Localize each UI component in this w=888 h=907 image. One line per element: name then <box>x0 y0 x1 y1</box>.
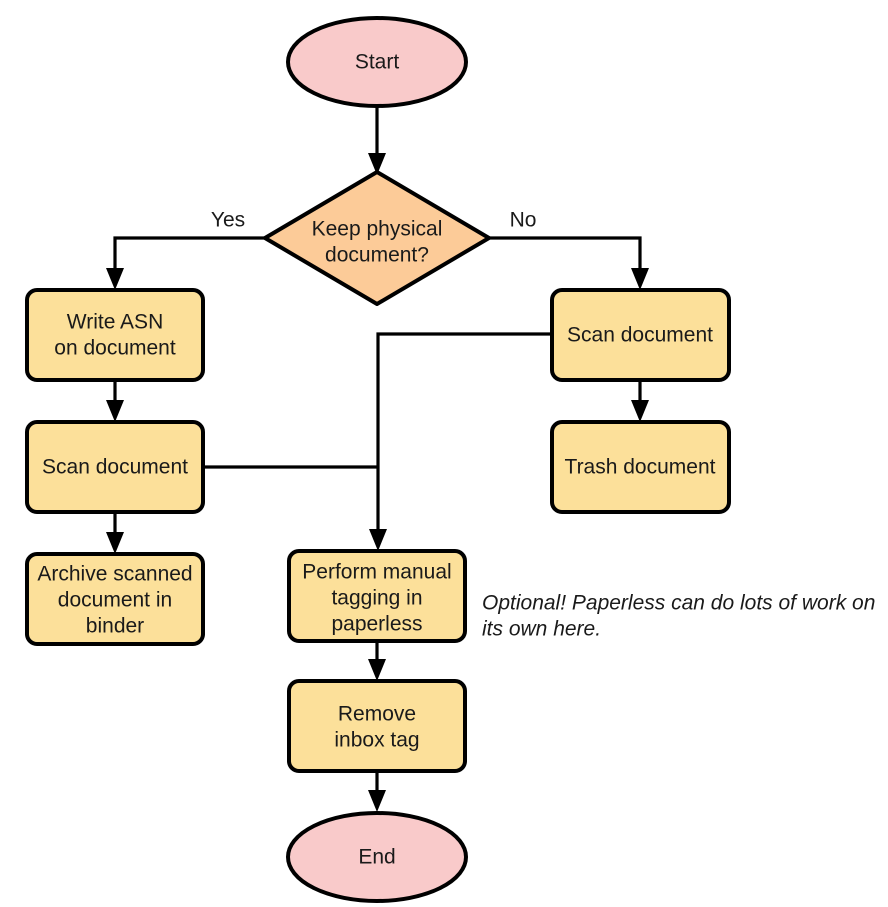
node-archive-label-line3: binder <box>86 615 144 638</box>
edge-start-to-decision <box>368 103 386 175</box>
node-write-asn-on-document[interactable]: Write ASN on document <box>25 288 205 382</box>
edge-remove-inbox-to-end <box>368 771 386 812</box>
node-scan-document-left-label: Scan document <box>42 456 188 479</box>
node-scan-document-right-label: Scan document <box>567 324 713 347</box>
node-write-asn-label-line1: Write ASN <box>67 311 163 334</box>
node-tagging-label-line1: Perform manual <box>302 561 451 584</box>
node-decision-label-line2: document? <box>325 244 429 267</box>
edge-label-yes: Yes <box>211 209 245 232</box>
node-end[interactable]: End <box>286 811 468 903</box>
node-start-label: Start <box>355 51 400 74</box>
node-archive-scanned-document[interactable]: Archive scanned document in binder <box>25 552 205 646</box>
node-decision-label-line1: Keep physical <box>312 218 443 241</box>
edge-decision-yes-to-write-asn <box>106 236 264 290</box>
edge-scan-right-to-merge <box>369 332 552 551</box>
annotation-line2: its own here. <box>482 618 601 641</box>
node-archive-label-line1: Archive scanned <box>37 563 192 586</box>
node-write-asn-label-line2: on document <box>54 337 176 360</box>
node-start[interactable]: Start <box>286 16 468 108</box>
node-trash-document[interactable]: Trash document <box>550 420 731 514</box>
node-end-label: End <box>358 846 395 869</box>
edge-label-no: No <box>510 209 537 232</box>
node-tagging-label-line3: paperless <box>331 613 422 636</box>
edge-write-asn-to-scan-left <box>106 380 124 422</box>
node-scan-document-right[interactable]: Scan document <box>550 288 731 382</box>
annotation-line1: Optional! Paperless can do lots of work … <box>482 592 875 615</box>
node-perform-manual-tagging[interactable]: Perform manual tagging in paperless <box>287 549 467 643</box>
node-archive-label-line2: document in <box>58 589 172 612</box>
node-trash-document-label: Trash document <box>565 456 716 479</box>
node-scan-document-left[interactable]: Scan document <box>25 420 205 514</box>
node-decision-keep-physical-document[interactable]: Keep physical document? <box>263 170 491 306</box>
edge-decision-no-to-scan-right <box>490 236 649 290</box>
edge-scan-left-to-archive <box>106 512 124 554</box>
annotation-optional-note: Optional! Paperless can do lots of work … <box>482 592 875 641</box>
edge-tagging-to-remove-inbox <box>368 640 386 681</box>
edge-scan-right-to-trash <box>631 380 649 422</box>
node-remove-inbox-label-line1: Remove <box>338 703 416 726</box>
node-remove-inbox-label-line2: inbox tag <box>334 729 419 752</box>
node-tagging-label-line2: tagging in <box>331 587 422 610</box>
node-remove-inbox-tag[interactable]: Remove inbox tag <box>287 679 467 773</box>
